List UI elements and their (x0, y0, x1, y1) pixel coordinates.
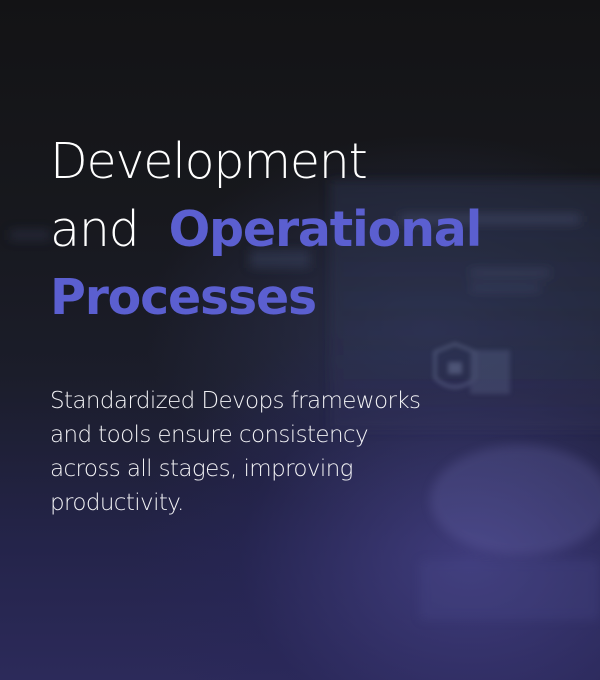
title-accent-operational: Operational (168, 201, 483, 258)
card-description: Standardized Devops frameworks and tools… (50, 388, 421, 516)
title-word-and: and (50, 201, 140, 258)
card-content: Development and Operational Processes Sta… (50, 128, 570, 520)
page-title: Development and Operational Processes (50, 128, 570, 332)
title-line-2: and Operational (50, 196, 570, 264)
title-line-1: Development (50, 133, 368, 190)
title-accent-processes: Processes (50, 269, 317, 326)
